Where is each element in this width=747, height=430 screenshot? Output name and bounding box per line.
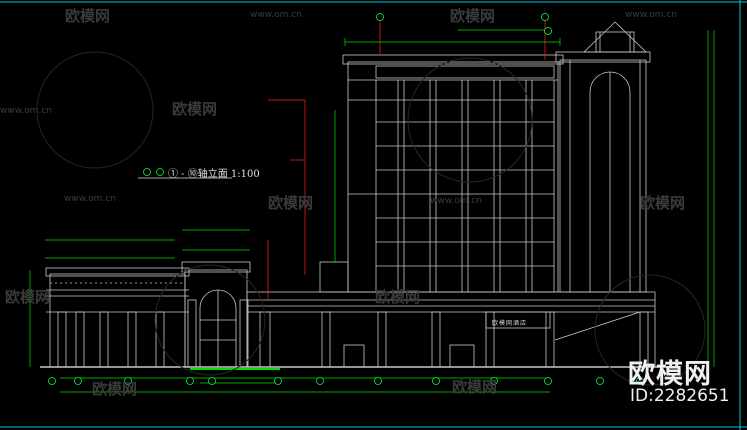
watermark-brand: 欧模网	[640, 194, 686, 212]
watermark-url: www.om.cn	[430, 196, 482, 206]
watermark-brand: 欧模网	[5, 288, 51, 306]
watermark-brand: 欧模网	[375, 288, 421, 306]
watermark-url: www.om.cn	[625, 10, 677, 20]
watermark-brand: 欧模网	[172, 100, 218, 118]
watermark-url: www.om.cn	[250, 10, 302, 20]
watermark-brand: 欧模网	[92, 380, 138, 398]
watermark-brand: 欧模网	[268, 194, 314, 212]
entrance-block	[181, 261, 251, 368]
building-signage: 欧模网酒店	[492, 320, 528, 327]
watermark-brand: 欧模网	[452, 378, 498, 396]
watermark-circles	[36, 51, 706, 386]
watermark-brand: 欧模网	[65, 7, 111, 25]
image-id-label: ID:2282651	[630, 386, 730, 406]
dimension-lines	[29, 29, 715, 393]
left-wing	[45, 267, 190, 368]
watermark-url: www.om.cn	[64, 194, 116, 204]
podium	[246, 291, 656, 368]
annotation-leaders	[267, 14, 546, 300]
watermark-url: www.om.cn	[0, 106, 52, 116]
drawing-title: ① - ⑩轴立面 1:100	[168, 169, 260, 180]
axis-markers	[48, 13, 644, 385]
watermark-brand: 欧模网	[450, 7, 496, 25]
right-bay	[555, 21, 651, 293]
brand-watermark: 欧模网	[628, 359, 712, 390]
main-tower	[319, 54, 564, 293]
